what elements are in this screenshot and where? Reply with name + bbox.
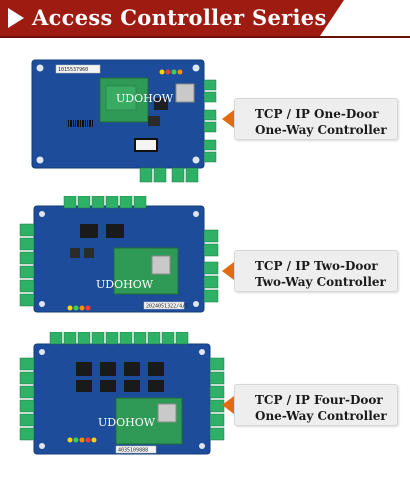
- product-label-two-door: TCP / IP Two-Door Two-Way Controller: [222, 250, 398, 292]
- board-serial-label: 4035109888: [118, 448, 148, 454]
- board-watermark: UDOHOW: [116, 92, 174, 105]
- board-serial-label: 1015537960: [58, 67, 88, 73]
- page-title: Access Controller Series: [32, 5, 327, 30]
- product-title-line2: Two-Way Controller: [255, 275, 386, 289]
- label-pointer-icon: [222, 110, 234, 128]
- header-tail: [320, 0, 344, 36]
- product-caption: TCP / IP Two-Door Two-Way Controller: [255, 258, 386, 290]
- board-watermark: UDOHOW: [96, 278, 154, 291]
- product-label-four-door: TCP / IP Four-Door One-Way Controller: [222, 384, 398, 426]
- product-title-line1: TCP / IP Four-Door: [255, 393, 383, 407]
- product-caption: TCP / IP One-Door One-Way Controller: [255, 106, 387, 138]
- label-pointer-icon: [222, 262, 234, 280]
- header-bar: [0, 0, 320, 36]
- header-underline: [0, 36, 410, 38]
- play-arrow-icon: [8, 8, 24, 28]
- board-four-door-image: 4035109888 UDOHOW: [16, 332, 230, 464]
- board-two-door-image: 2024051322/4/5 UDOHOW: [18, 196, 230, 324]
- board-one-door-image: 1015537960 UDOHOW: [30, 58, 230, 190]
- header-banner: Access Controller Series: [0, 0, 410, 38]
- product-title-line2: One-Way Controller: [255, 409, 387, 423]
- board-watermark: UDOHOW: [98, 416, 156, 429]
- label-pointer-icon: [222, 396, 234, 414]
- product-title-line2: One-Way Controller: [255, 123, 387, 137]
- product-caption: TCP / IP Four-Door One-Way Controller: [255, 392, 387, 424]
- product-title-line1: TCP / IP One-Door: [255, 107, 379, 121]
- product-label-one-door: TCP / IP One-Door One-Way Controller: [222, 98, 398, 140]
- board-serial-label: 2024051322/4/5: [146, 304, 188, 310]
- product-title-line1: TCP / IP Two-Door: [255, 259, 378, 273]
